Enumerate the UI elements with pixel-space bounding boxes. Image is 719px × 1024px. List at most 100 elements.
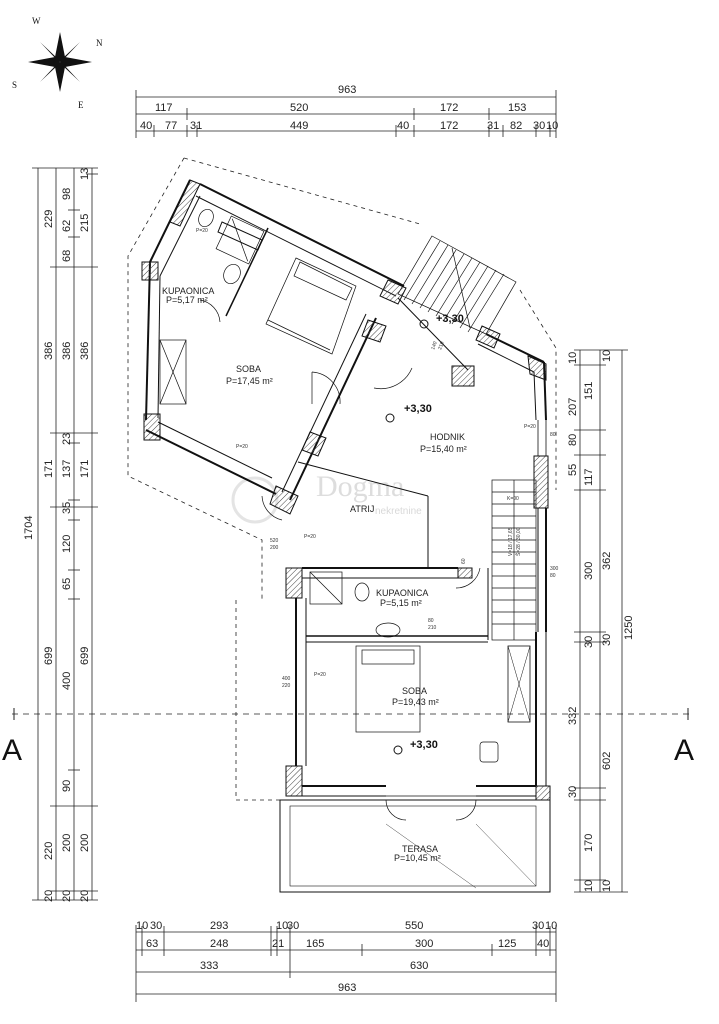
svg-text:117: 117 (583, 468, 595, 486)
svg-text:10: 10 (583, 880, 595, 892)
room-hodnik-name: HODNIK (430, 432, 465, 442)
svg-text:248: 248 (210, 938, 228, 950)
svg-text:31: 31 (487, 120, 499, 132)
svg-text:20: 20 (61, 890, 73, 902)
right-dims-text: 1250 10 362 30 602 10 151 117 300 30 170… (567, 350, 635, 892)
svg-text:602: 602 (601, 752, 613, 770)
level-markers: +3,30 +3,30 +3,30 (385, 313, 464, 755)
svg-text:62: 62 (61, 220, 73, 232)
svg-text:30: 30 (601, 634, 613, 646)
compass-e: E (78, 100, 84, 110)
svg-text:P=20: P=20 (314, 672, 326, 678)
svg-text:699: 699 (43, 647, 55, 665)
left-dims-text: 1704 229 386 171 699 220 20 98 62 68 386… (23, 168, 91, 902)
room-soba-top-name: SOBA (236, 364, 261, 374)
room-soba-bottom-name: SOBA (402, 686, 427, 696)
svg-text:520: 520 (290, 102, 308, 114)
right-dimension-lines (574, 349, 628, 893)
svg-text:21: 21 (272, 938, 284, 950)
svg-text:200: 200 (61, 834, 73, 852)
svg-text:125: 125 (498, 938, 516, 950)
svg-text:117: 117 (155, 102, 173, 114)
svg-text:137: 137 (61, 460, 73, 478)
svg-text:30: 30 (567, 786, 579, 798)
svg-text:30: 30 (583, 636, 595, 648)
svg-text:172: 172 (440, 102, 458, 114)
room-kupaonica-top-name: KUPAONICA (162, 286, 214, 296)
room-terasa-area: P=10,45 m² (394, 853, 441, 863)
svg-text:40: 40 (397, 120, 409, 132)
top-dims-row1: 117 520 172 153 (155, 102, 526, 114)
room-kupaonica-bottom-area: P=5,15 m² (380, 598, 422, 608)
svg-text:63: 63 (146, 938, 158, 950)
svg-text:699: 699 (79, 647, 91, 665)
top-total-dim: 963 (338, 84, 356, 96)
svg-text:300: 300 (415, 938, 433, 950)
furniture (159, 208, 499, 763)
right-total-dim: 1250 (623, 616, 635, 640)
top-dims-row2: 40 77 31 449 40 172 31 82 30 10 (140, 120, 558, 132)
svg-text:10: 10 (136, 920, 148, 932)
svg-text:98: 98 (61, 188, 73, 200)
svg-text:P=20: P=20 (236, 444, 248, 450)
room-soba-bottom-area: P=19,43 m² (392, 697, 439, 707)
svg-text:13: 13 (79, 168, 91, 180)
section-line: A A (2, 708, 694, 767)
small-annotations: P=20 P=20 P=20 P=20 P=20 520 200 400 220… (196, 228, 559, 689)
svg-text:40: 40 (537, 938, 549, 950)
svg-text:293: 293 (210, 920, 228, 932)
svg-text:171: 171 (79, 460, 91, 478)
svg-text:30: 30 (150, 920, 162, 932)
compass-rose: W N S E (12, 16, 103, 110)
svg-text:Š=28 / 30,00: Š=28 / 30,00 (515, 527, 522, 556)
compass-w: W (32, 16, 41, 26)
svg-text:40: 40 (140, 120, 152, 132)
watermark-brand: Dogma (316, 470, 404, 503)
svg-text:300: 300 (583, 562, 595, 580)
room-hodnik-area: P=15,40 m² (420, 444, 467, 454)
svg-text:80: 80 (567, 434, 579, 446)
bottom-dims-row1: 10 30 293 10 30 550 30 10 (136, 920, 557, 932)
svg-text:386: 386 (61, 342, 73, 360)
bottom-dims-row2: 63 248 21 165 300 125 40 (146, 938, 549, 950)
roof-outline (127, 157, 557, 801)
svg-text:300: 300 (550, 566, 559, 572)
svg-text:332: 332 (567, 707, 579, 725)
top-dimension-lines (135, 90, 557, 138)
room-terasa-name: TERASA (402, 844, 438, 854)
svg-text:30: 30 (287, 920, 299, 932)
room-kupaonica-top-area: P=5,17 m² (166, 295, 208, 305)
svg-text:10: 10 (545, 920, 557, 932)
room-kupaonica-bottom-name: KUPAONICA (376, 588, 428, 598)
svg-text:386: 386 (43, 342, 55, 360)
room-soba-top-area: P=17,45 m² (226, 376, 273, 386)
compass-s: S (12, 80, 17, 90)
svg-text:151: 151 (583, 382, 595, 400)
svg-text:+3,30: +3,30 (404, 403, 432, 415)
left-dimension-lines (32, 167, 98, 901)
svg-text:35: 35 (61, 502, 73, 514)
svg-text:220: 220 (282, 683, 291, 689)
svg-text:V=18 / 17,65: V=18 / 17,65 (508, 527, 514, 556)
svg-text:362: 362 (601, 552, 613, 570)
svg-text:200: 200 (79, 834, 91, 852)
svg-text:+3,30: +3,30 (410, 739, 438, 751)
svg-text:80: 80 (550, 573, 556, 579)
outdoor-stairs (397, 235, 517, 335)
section-label-right: A (674, 734, 694, 767)
svg-text:10: 10 (546, 120, 558, 132)
svg-text:200: 200 (270, 545, 279, 551)
svg-text:90: 90 (61, 780, 73, 792)
svg-text:82: 82 (510, 120, 522, 132)
compass-n: N (96, 38, 103, 48)
svg-text:55: 55 (567, 464, 579, 476)
svg-text:140: 140 (430, 341, 439, 351)
svg-text:400: 400 (282, 676, 291, 682)
section-label-left: A (2, 734, 22, 767)
left-total-dim: 1704 (23, 516, 35, 540)
svg-text:10: 10 (601, 880, 613, 892)
svg-text:65: 65 (61, 578, 73, 590)
svg-text:400: 400 (61, 672, 73, 690)
svg-text:520: 520 (270, 538, 279, 544)
